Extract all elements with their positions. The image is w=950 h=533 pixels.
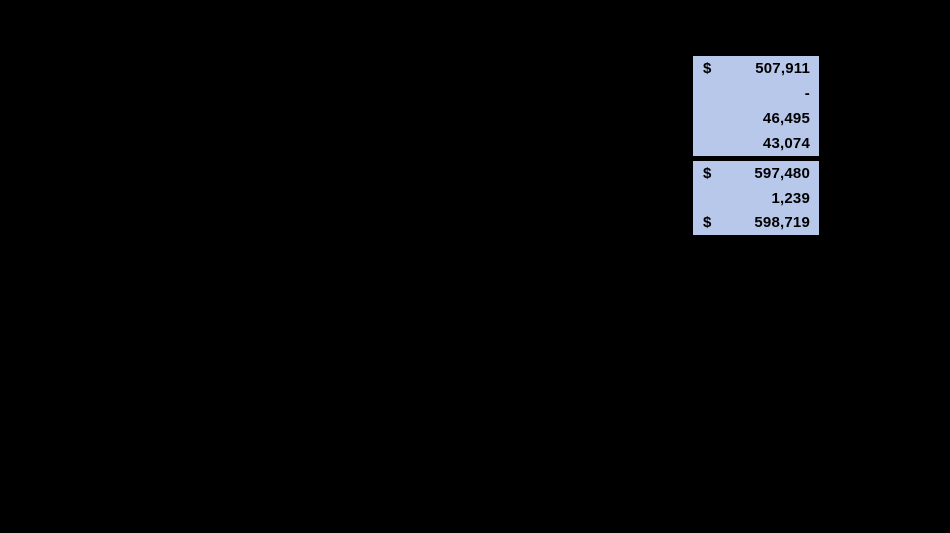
currency-symbol: $ (703, 60, 712, 77)
currency-symbol: $ (703, 165, 712, 182)
amount-value: - (804, 85, 810, 102)
table-row: 43,074 (693, 131, 819, 156)
currency-symbol (693, 81, 729, 106)
currency-symbol (693, 131, 729, 156)
table-row: 46,495 (693, 106, 819, 131)
currency-symbol (693, 186, 729, 211)
table-row: $ 597,480 (693, 161, 819, 186)
table-row: $ 598,719 (693, 210, 819, 235)
table-row: - (693, 81, 819, 106)
figures-table-subtotal: $ 597,480 1,239 (693, 161, 819, 211)
table-row: 1,239 (693, 186, 819, 211)
currency-symbol (693, 106, 729, 131)
amount-value: 598,719 (754, 214, 810, 231)
figures-group-total-amount: $ 598,719 (693, 210, 819, 235)
figures-table-total: $ 598,719 (693, 210, 819, 235)
figures-group-subtotal-amounts: $ 597,480 1,239 (693, 161, 819, 211)
amount-value: 46,495 (762, 110, 810, 127)
amount-value: 507,911 (755, 60, 810, 77)
amount-value: 1,239 (771, 190, 810, 207)
figures-table: $ 507,911 - 46,495 43,074 (693, 56, 819, 156)
table-row: $ 507,911 (693, 56, 819, 81)
figures-group-primary-amounts: $ 507,911 - 46,495 43,074 (693, 56, 819, 156)
amount-value: 597,480 (754, 165, 810, 182)
amount-value: 43,074 (762, 135, 810, 152)
currency-symbol: $ (703, 214, 712, 231)
